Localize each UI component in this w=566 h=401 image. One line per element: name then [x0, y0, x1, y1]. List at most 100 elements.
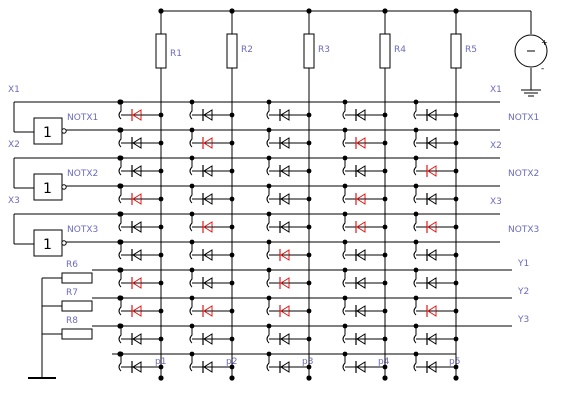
- diode-r5-c5: [413, 211, 459, 233]
- diode-r1-c3: [266, 99, 312, 121]
- resistor-label-r7: R7: [66, 288, 78, 298]
- resistor-label-r3: R3: [318, 45, 330, 55]
- inverter-output-label-notx2: NOTX2: [67, 169, 98, 179]
- battery-plus-label: +: [541, 38, 548, 47]
- diode-r8-c2: [189, 295, 235, 317]
- diode-r1-c1: [118, 99, 164, 121]
- diode-r2-c2: [189, 127, 235, 149]
- diode-r7-c3: [266, 267, 312, 289]
- battery-symbol: + -: [514, 34, 548, 74]
- junction-dot: [306, 8, 312, 14]
- inverter-output-label-notx3: NOTX3: [67, 225, 98, 235]
- diode-r7-c1: [118, 267, 164, 289]
- resistor-r4: R4: [379, 11, 406, 69]
- row-label-x2: X2: [490, 141, 502, 151]
- diode-r9-c2: [189, 323, 235, 345]
- inverter-x2: 1 X2 NOTX2: [8, 140, 98, 201]
- diode-r2-c1: [118, 127, 164, 149]
- resistor-r5: R5: [450, 11, 477, 69]
- power-rail: [161, 10, 541, 97]
- input-resistor-network: [28, 277, 62, 379]
- resistor-label-r5: R5: [465, 45, 477, 55]
- diode-r6-c3: [266, 239, 312, 261]
- diode-r4-c4: [342, 183, 388, 205]
- junction-dot: [306, 375, 312, 381]
- diode-r5-c3: [266, 211, 312, 233]
- junction-dot: [158, 375, 164, 381]
- diode-r1-c2: [189, 99, 235, 121]
- diode-r8-c5: [413, 295, 459, 317]
- inverter-x1: 1 X1 NOTX1: [8, 85, 98, 145]
- resistor-label-r4: R4: [394, 45, 406, 55]
- row-label-x1: X1: [490, 85, 502, 95]
- diode-r9-c3: [266, 323, 312, 345]
- inverter-x3: 1 X3 NOTX3: [8, 196, 98, 257]
- diode-r4-c2: [189, 183, 235, 205]
- diode-r10-c1: [118, 351, 164, 373]
- diode-r9-c1: [118, 323, 164, 345]
- diode-r10-c5: [413, 351, 459, 373]
- diode-r4-c1: [118, 183, 164, 205]
- diode-matrix: [14, 8, 512, 381]
- junction-dot: [453, 8, 459, 14]
- resistor-r2: R2: [226, 11, 253, 69]
- diode-r5-c2: [189, 211, 235, 233]
- diode-r2-c3: [266, 127, 312, 149]
- row-label-notx3: NOTX3: [508, 225, 539, 235]
- junction-dot: [158, 8, 164, 14]
- output-label-p3: p3: [302, 357, 313, 367]
- diode-r8-c3: [266, 295, 312, 317]
- inverter-output-label-notx1: NOTX1: [67, 113, 98, 123]
- junction-dot: [382, 375, 388, 381]
- diode-r3-c3: [266, 155, 312, 177]
- resistor-r3: R3: [303, 11, 330, 69]
- junction-dot: [382, 8, 388, 14]
- row-label-x3: X3: [490, 197, 502, 207]
- diode-r5-c1: [118, 211, 164, 233]
- diode-r1-c5: [413, 99, 459, 121]
- output-label-p4: p4: [378, 357, 390, 367]
- diode-r3-c1: [118, 155, 164, 177]
- diode-r3-c4: [342, 155, 388, 177]
- battery-minus-label: -: [541, 64, 544, 74]
- diode-r10-c2: [189, 351, 235, 373]
- inverter-gate-label-1: 1: [43, 125, 52, 141]
- inverter-section: [13, 102, 34, 245]
- diode-r7-c5: [413, 267, 459, 289]
- diode-r4-c5: [413, 183, 459, 205]
- diode-r5-c4: [342, 211, 388, 233]
- diode-r1-c4: [342, 99, 388, 121]
- row-label-y3: Y3: [517, 315, 529, 325]
- diode-r7-c2: [189, 267, 235, 289]
- right-row-labels: X1 NOTX1 X2 NOTX2 X3 NOTX3 Y1 Y2 Y3: [490, 85, 539, 325]
- junction-dot: [229, 375, 235, 381]
- input-label-x2: X2: [8, 140, 20, 150]
- diode-r7-c4: [342, 267, 388, 289]
- diode-r3-c5: [413, 155, 459, 177]
- diode-r9-c5: [413, 323, 459, 345]
- inverter-gate-label-3: 1: [43, 237, 52, 253]
- diode-r6-c1: [118, 239, 164, 261]
- inverter-gate-label-2: 1: [43, 181, 52, 197]
- resistor-label-r8: R8: [66, 316, 78, 326]
- diode-r8-c1: [118, 295, 164, 317]
- diode-r2-c4: [342, 127, 388, 149]
- output-label-p5: p5: [449, 357, 460, 367]
- resistor-r1: R1: [155, 11, 182, 69]
- input-label-x1: X1: [8, 85, 20, 95]
- row-label-notx1: NOTX1: [508, 113, 539, 123]
- pullup-resistors: R1 R2 R3 R4 R5: [155, 11, 477, 69]
- diode-r10-c3: [266, 351, 312, 373]
- diode-r6-c4: [342, 239, 388, 261]
- diode-r6-c5: [413, 239, 459, 261]
- input-resistor-r7: R7: [61, 288, 93, 312]
- junction-dot: [229, 8, 235, 14]
- input-resistor-r8: R8: [61, 316, 93, 340]
- diode-r3-c2: [189, 155, 235, 177]
- diode-r6-c2: [189, 239, 235, 261]
- junction-dot: [453, 375, 459, 381]
- row-label-notx2: NOTX2: [508, 169, 539, 179]
- row-label-y2: Y2: [517, 287, 529, 297]
